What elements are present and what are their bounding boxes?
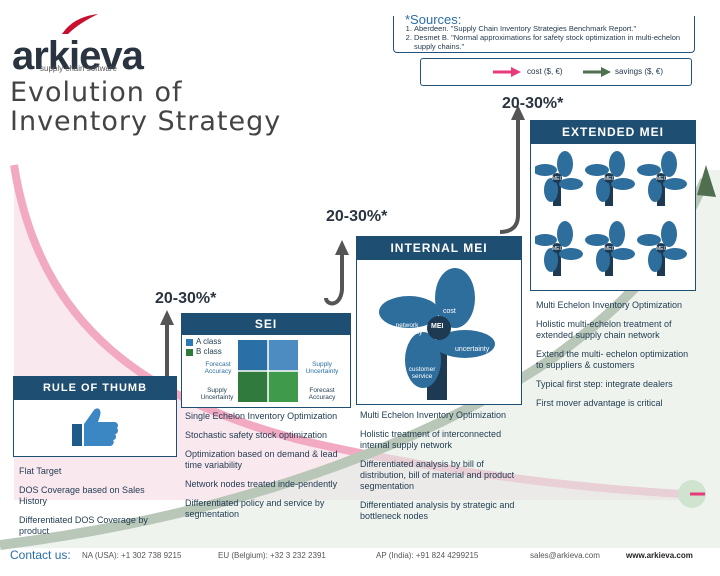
bullet-item: Multi Echelon Inventory Optimization	[360, 410, 507, 420]
contact-eu: EU (Belgium): +32 3 232 2391	[218, 551, 326, 560]
sources-box: *Sources: Aberdeen. "Supply Chain Invent…	[393, 12, 695, 53]
sei-matrix-box: A class B class Forecast Accuracy Supply…	[181, 335, 351, 408]
savings-arrow-icon	[583, 67, 611, 77]
a-class-swatch	[186, 339, 193, 346]
page-title: Evolution of Inventory Strategy	[10, 78, 281, 136]
bullet-item: Differentiated DOS Coverage by product	[19, 515, 148, 536]
stage-title: EXTENDED MEI	[530, 120, 696, 144]
contact-label: Contact us:	[10, 548, 71, 562]
fan-cost-label: cost	[443, 308, 456, 315]
bullet-item: Holistic treatment of interconnected int…	[360, 429, 502, 450]
contact-na: NA (USA): +1 302 738 9215	[82, 551, 182, 560]
internal-mei-improvement: 20-30%*	[326, 208, 388, 225]
legend-b-class: B class	[196, 347, 222, 356]
fan-network-label: network complexity	[391, 322, 423, 336]
stage-bullets: Multi Echelon Inventory Optimization Hol…	[360, 410, 520, 530]
stage-title: SEI	[181, 313, 351, 335]
title-line-2: Inventory Strategy	[10, 106, 282, 137]
bullet-item: Network nodes treated inde-pendently	[185, 479, 338, 489]
bullet-item: DOS Coverage based on Sales History	[19, 485, 145, 506]
logo-text: arkieva	[12, 34, 144, 78]
legend-savings-label: savings ($, €)	[615, 67, 664, 76]
fan-icon	[379, 268, 495, 400]
fan-label: MEI	[604, 246, 613, 252]
bullet-item: Extend the multi- echelon optimization t…	[536, 349, 689, 370]
bullet-item: First mover advantage is critical	[536, 398, 663, 408]
stage-title: INTERNAL MEI	[356, 236, 522, 260]
cost-area	[14, 165, 700, 500]
fan-label: MEI	[552, 246, 561, 252]
bullet-item: Differentiated policy and service by seg…	[185, 498, 325, 519]
sources-heading: *Sources:	[402, 12, 465, 27]
brand-tagline: supply chain software	[40, 64, 117, 73]
contact-email[interactable]: sales@arkieva.com	[530, 551, 600, 560]
legend-box: cost ($, €) savings ($, €)	[420, 58, 692, 86]
fan-grid-icon	[535, 151, 687, 276]
title-line-1: Evolution of	[10, 77, 183, 108]
fan-uncertainty-label: uncertainty	[455, 346, 490, 353]
fan-label: MEI	[656, 246, 665, 252]
bullet-item: Stochastic safety stock optimization	[185, 430, 328, 440]
bullet-item: Differentiated analysis by bill of distr…	[360, 459, 515, 491]
sei-improvement: 20-30%*	[155, 290, 217, 307]
contact-ap: AP (India): +91 824 4299215	[376, 551, 479, 560]
fan-box: cost network complexity MEI uncertainty …	[356, 260, 522, 405]
bullet-item: Typical first step: integrate dealers	[536, 379, 673, 389]
b-class-swatch	[186, 349, 193, 356]
stage-title: RULE OF THUMB	[13, 376, 177, 400]
quadrant-label: Forecast Accuracy	[308, 387, 336, 401]
fan-grid-box: MEI MEI MEI MEI MEI MEI	[530, 144, 696, 291]
fan-center-label: MEI	[431, 323, 444, 330]
bullet-item: Holistic multi-echelon treatment of exte…	[536, 319, 672, 340]
quadrant-label: Supply Uncertainty	[200, 387, 234, 401]
quadrant-label: Supply Uncertainty	[305, 361, 339, 375]
stage-internal-mei: INTERNAL MEI cost network complexity MEI…	[356, 236, 522, 548]
fan-service-label: customer service	[408, 366, 436, 380]
stage-sei: SEI A class B class Forecast Accuracy Su…	[181, 313, 351, 545]
source-item: Desmet B. "Normal approximations for saf…	[414, 33, 690, 51]
bullet-item: Flat Target	[19, 466, 62, 476]
thumbs-up-icon	[72, 408, 119, 446]
stage-bullets: Multi Echelon Inventory Optimization Hol…	[536, 300, 694, 417]
quadrant-label: Forecast Accuracy	[204, 361, 232, 375]
fan-label: MEI	[552, 176, 561, 182]
step-arrow-2	[324, 250, 344, 306]
legend-a-class: A class	[196, 337, 222, 346]
legend-cost-label: cost ($, €)	[527, 67, 563, 76]
fan-label: MEI	[604, 176, 613, 182]
step-arrow-3	[499, 115, 520, 234]
fan-label: MEI	[656, 176, 665, 182]
bullet-item: Single Echelon Inventory Optimization	[185, 411, 338, 421]
logo-swoosh-icon	[62, 14, 98, 34]
source-item: Aberdeen. "Supply Chain Inventory Strate…	[414, 24, 690, 33]
brand-logo: arkieva	[12, 34, 144, 79]
puzzle-matrix-icon	[238, 340, 298, 402]
stage-rule-of-thumb: RULE OF THUMB Flat Target DOS Coverage b…	[13, 376, 177, 540]
savings-area	[0, 170, 720, 548]
extended-mei-improvement: 20-30%*	[502, 95, 564, 112]
bullet-item: Optimization based on demand & lead time…	[185, 449, 338, 470]
stage-extended-mei: EXTENDED MEI MEI MEI MEI MEI MEI MEI Mul…	[530, 120, 696, 548]
stage-bullets: Single Echelon Inventory Optimization St…	[185, 411, 349, 528]
contact-web[interactable]: www.arkieva.com	[626, 551, 693, 560]
bullet-item: Multi Echelon Inventory Optimization	[536, 300, 683, 310]
cost-arrow-icon	[493, 67, 521, 77]
bullet-item: Differentiated analysis by strategic and…	[360, 500, 515, 521]
thumb-box	[13, 400, 177, 457]
stage-bullets: Flat Target DOS Coverage based on Sales …	[19, 466, 175, 545]
savings-arrowhead	[697, 165, 716, 197]
